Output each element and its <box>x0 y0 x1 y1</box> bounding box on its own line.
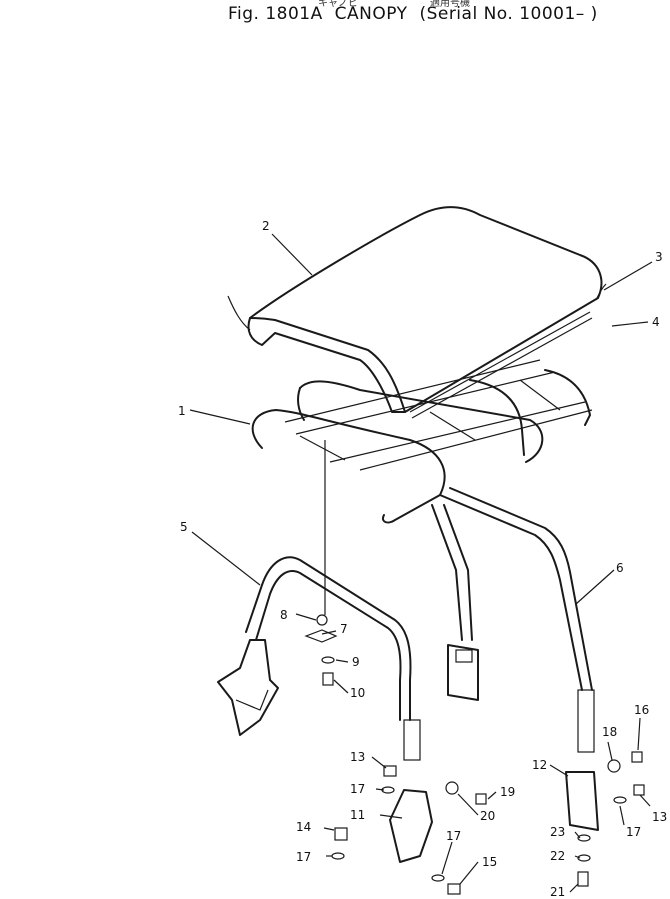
callout-17-right: 17 <box>626 825 641 839</box>
callout-10: 10 <box>350 686 365 700</box>
callout-18: 18 <box>602 725 617 739</box>
callout-4: 4 <box>652 315 660 329</box>
callout-14: 14 <box>296 820 311 834</box>
figure-number: Fig. 1801A <box>228 4 323 24</box>
canopy-roof <box>227 206 607 419</box>
center-pillar <box>431 504 479 701</box>
left-pillar <box>217 556 421 761</box>
callout-17-left: 17 <box>296 850 311 864</box>
callout-labels: 1 2 3 4 5 6 7 8 9 10 11 12 13 13 14 15 1… <box>178 219 667 899</box>
figure-title: Fig. 1801A CANOPY (Serial No. 10001– ) <box>228 4 604 24</box>
callout-6: 6 <box>616 561 624 575</box>
callout-13-right: 13 <box>652 810 667 824</box>
callout-22: 22 <box>550 849 565 863</box>
roof-frame <box>251 359 593 524</box>
hardware <box>304 614 645 895</box>
title-japanese-right: 適用号機 <box>430 0 470 9</box>
callout-5: 5 <box>180 520 188 534</box>
callout-16: 16 <box>634 703 649 717</box>
callout-15: 15 <box>482 855 497 869</box>
callout-9: 9 <box>352 655 360 669</box>
callout-1: 1 <box>178 404 186 418</box>
title-japanese-left: キャノピ <box>318 0 358 9</box>
callout-13-top: 13 <box>350 750 365 764</box>
callout-11: 11 <box>350 808 365 822</box>
callout-8: 8 <box>280 608 288 622</box>
figure-serial: (Serial No. 10001– ) <box>419 4 598 24</box>
callout-21: 21 <box>550 885 565 899</box>
callout-7: 7 <box>340 622 348 636</box>
right-pillar <box>439 487 595 753</box>
callout-3: 3 <box>655 250 663 264</box>
callout-17-top: 17 <box>350 782 365 796</box>
callout-20: 20 <box>480 809 495 823</box>
callout-19: 19 <box>500 785 515 799</box>
callout-12: 12 <box>532 758 547 772</box>
figure-name: CANOPY <box>334 4 408 24</box>
callout-23: 23 <box>550 825 565 839</box>
leader-lines <box>189 233 653 893</box>
callout-17-bottom: 17 <box>446 829 461 843</box>
callout-2: 2 <box>262 219 270 233</box>
